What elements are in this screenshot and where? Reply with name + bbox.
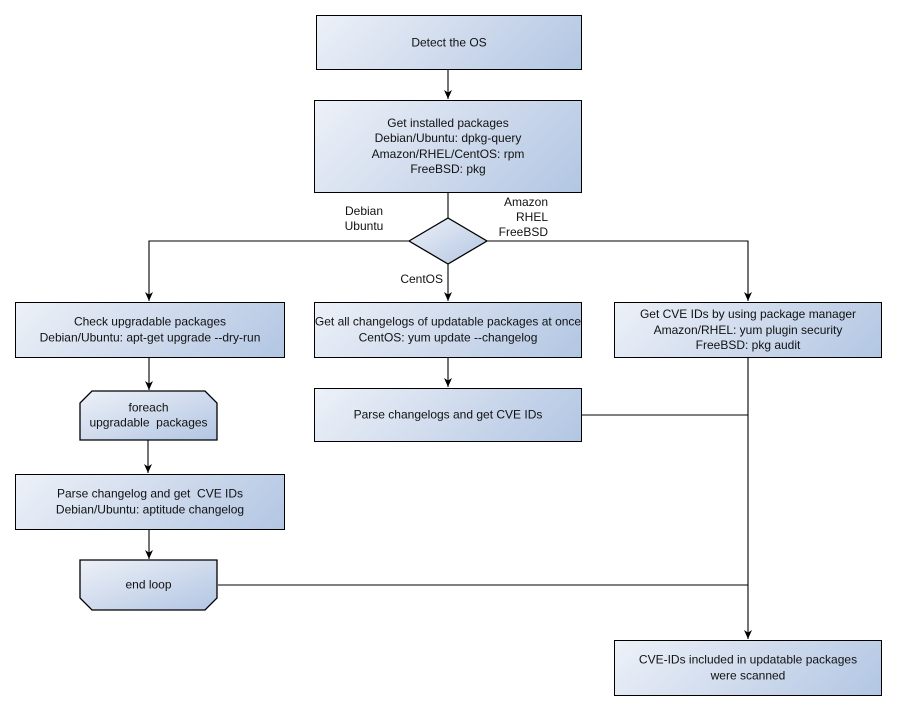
node-foreach-loop: foreach upgradable packages [80,391,217,440]
edge-decision-to-get-cve [487,240,752,301]
node-get-cve-ids-right-label: Get CVE IDs by using package manager Ama… [639,306,857,352]
node-get-all-changelogs-label: Get all changelogs of updatable packages… [314,314,582,345]
node-parse-changelog-left-label: Parse changelog and get CVE IDs Debian/U… [55,486,245,517]
node-end-loop-label: end loop [125,577,172,592]
foreach-loop-shape [79,390,218,441]
node-get-all-changelogs: Get all changelogs of updatable packages… [314,302,582,358]
node-check-upgradable: Check upgradable packages Debian/Ubuntu:… [15,302,285,358]
node-get-cve-ids-right: Get CVE IDs by using package manager Ama… [614,302,882,358]
decision-diamond [407,217,489,265]
node-parse-changelog-left: Parse changelog and get CVE IDs Debian/U… [15,474,285,530]
node-scanned-result-label: CVE-IDs included in updatable packages w… [638,652,858,683]
edge-label-amazon-rhel-freebsd: Amazon RHEL FreeBSD [498,195,548,239]
node-scanned-result: CVE-IDs included in updatable packages w… [614,640,882,696]
node-detect-os-label: Detect the OS [411,34,487,49]
node-get-installed-packages: Get installed packages Debian/Ubuntu: dp… [314,100,582,193]
node-check-upgradable-label: Check upgradable packages Debian/Ubuntu:… [39,314,261,345]
edge-label-debian-ubuntu: Debian Ubuntu [344,204,384,233]
node-parse-changelogs-mid: Parse changelogs and get CVE IDs [314,388,582,442]
node-parse-changelogs-mid-label: Parse changelogs and get CVE IDs [353,407,543,422]
node-detect-os: Detect the OS [316,15,582,70]
edge-label-centos: CentOS [400,272,443,286]
node-foreach-loop-label: foreach upgradable packages [89,400,208,430]
node-get-installed-packages-label: Get installed packages Debian/Ubuntu: dp… [371,115,525,177]
node-end-loop: end loop [80,560,217,610]
edge-decision-to-check-upgradable [145,240,409,301]
end-loop-shape [79,559,218,611]
